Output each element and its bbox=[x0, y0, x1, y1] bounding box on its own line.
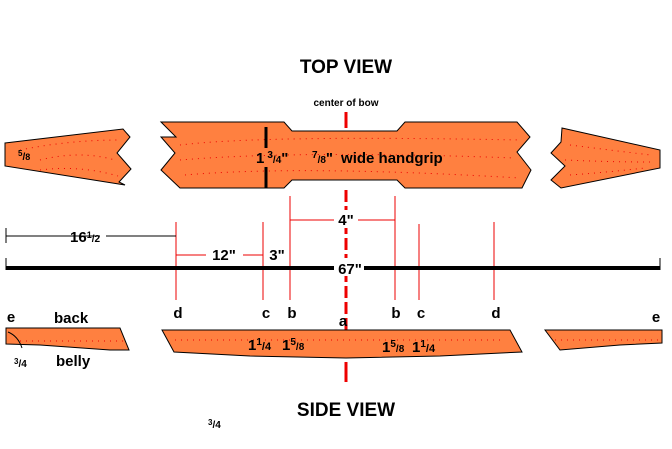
handle-grain bbox=[179, 137, 521, 179]
svg-text:b: b bbox=[287, 305, 296, 322]
thickness-b-right: 15/8 bbox=[382, 339, 405, 356]
svg-text:e: e bbox=[7, 309, 15, 326]
svg-text:a: a bbox=[339, 313, 348, 330]
tip-thickness-label: 3/4 bbox=[14, 357, 27, 370]
thickness-c-right: 11/4 bbox=[412, 339, 436, 356]
stray-fraction: 3/4 bbox=[208, 418, 221, 431]
top-view-title: TOP VIEW bbox=[300, 57, 392, 78]
side-view-title: SIDE VIEW bbox=[297, 400, 395, 421]
back-label: back bbox=[54, 310, 89, 327]
dim-tip-to-d: 161/2 bbox=[70, 229, 100, 246]
dim-b-to-b: 4" bbox=[338, 212, 353, 229]
svg-text:b: b bbox=[391, 305, 400, 322]
svg-text:d: d bbox=[491, 305, 500, 322]
thickness-c-left: 11/4 bbox=[248, 337, 272, 354]
total-label-bg bbox=[334, 258, 364, 276]
svg-text:c: c bbox=[417, 305, 425, 322]
belly-label: belly bbox=[56, 353, 91, 370]
dim-d-to-c: 12" bbox=[212, 247, 236, 264]
svg-text:e: e bbox=[652, 309, 660, 326]
svg-text:d: d bbox=[173, 305, 182, 322]
guide-lines bbox=[175, 196, 495, 300]
thickness-b-left: 15/8 bbox=[282, 337, 305, 354]
dim-c-to-b: 3" bbox=[269, 247, 284, 264]
tip-width-label: 5/8 bbox=[18, 149, 30, 163]
handle-section-side bbox=[161, 329, 523, 359]
station-markers: e d c b a b c d e bbox=[7, 305, 660, 330]
tip-pointer bbox=[7, 331, 23, 349]
center-of-bow-label: center of bow bbox=[313, 98, 378, 109]
right-limb-tip-top bbox=[550, 127, 661, 189]
left-limb-tip-top bbox=[4, 128, 132, 186]
handgrip-label: 7/8"wide handgrip bbox=[312, 150, 443, 167]
left-limb-side bbox=[5, 327, 130, 351]
dim-b-b-bg bbox=[334, 210, 358, 228]
dim-total: 67" bbox=[338, 261, 362, 278]
svg-text:c: c bbox=[262, 305, 270, 322]
